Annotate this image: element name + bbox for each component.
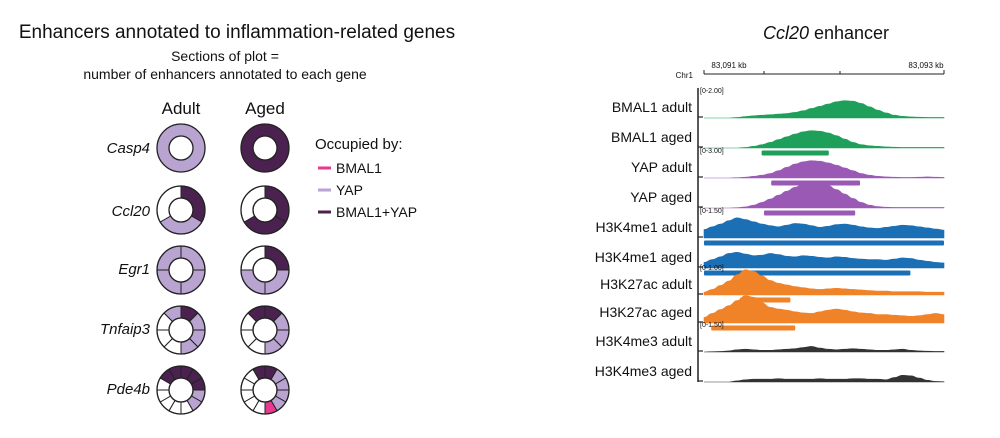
donut-tnfaip3-aged-outer-ring xyxy=(240,305,290,355)
gene-label-casp4: Casp4 xyxy=(107,140,150,157)
donut-casp4-adult-outer-ring xyxy=(156,123,206,173)
track-peak-h3k4me1-adult xyxy=(704,240,944,246)
track-signal-bmal1-adult xyxy=(704,100,945,119)
track-scale-h3k4me1-adult: [0-1.50] xyxy=(700,208,724,215)
track-label-bmal1-aged: BMAL1 aged xyxy=(611,129,692,145)
track-signal-yap-aged xyxy=(703,181,945,209)
track-signal-yap-adult xyxy=(704,160,945,179)
track-signal-h3k4me3-adult xyxy=(703,346,945,353)
legend-label-bmal1: BMAL1 xyxy=(336,160,382,176)
donut-charts xyxy=(156,123,290,415)
donut-casp4-adult-segment-0 xyxy=(157,124,205,172)
track-signal-h3k4me1-adult xyxy=(703,217,945,239)
track-label-yap-aged: YAP aged xyxy=(630,189,692,205)
right-panel-title: Ccl20 enhancer xyxy=(763,23,889,43)
right-panel-title-rest: enhancer xyxy=(809,23,889,43)
gene-label-egr1: Egr1 xyxy=(118,261,150,278)
track-label-bmal1-adult: BMAL1 adult xyxy=(612,99,692,115)
legend-label-bmal1-yap: BMAL1+YAP xyxy=(336,204,417,220)
legend-label-yap: YAP xyxy=(336,182,363,198)
right-panel-title-gene: Ccl20 xyxy=(763,23,809,43)
left-panel-subtitle-line2: number of enhancers annotated to each ge… xyxy=(83,66,367,82)
donut-ccl20-adult-inner-ring xyxy=(168,197,194,223)
donut-ccl20-adult-segment-2 xyxy=(156,185,182,223)
track-label-h3k4me3-adult: H3K4me3 adult xyxy=(595,333,692,349)
donut-egr1-aged-outer-ring xyxy=(240,245,290,295)
track-scale-h3k27ac-adult: [0-1.00] xyxy=(700,265,724,272)
left-panel-subtitle-line1: Sections of plot = xyxy=(171,48,279,64)
donut-pde4b-aged-inner-ring xyxy=(252,377,278,403)
track-signal-h3k4me1-aged xyxy=(703,252,945,269)
donut-casp4-aged-outer-ring xyxy=(240,123,290,173)
track-peak-h3k4me1-aged xyxy=(704,270,911,276)
track-label-h3k4me1-adult: H3K4me1 adult xyxy=(595,219,692,235)
track-peak-bmal1-aged xyxy=(761,150,829,156)
track-label-h3k27ac-aged: H3K27ac aged xyxy=(599,304,692,320)
track-label-h3k4me1-aged: H3K4me1 aged xyxy=(595,249,692,265)
donut-egr1-adult-outer-ring xyxy=(156,245,206,295)
track-signal-h3k27ac-aged xyxy=(703,295,945,324)
gene-label-pde4b: Pde4b xyxy=(107,381,150,398)
track-signal-bmal1-aged xyxy=(704,130,945,149)
track-label-yap-adult: YAP adult xyxy=(631,159,692,175)
column-header-adult: Adult xyxy=(162,99,201,118)
donut-ccl20-aged-inner-ring xyxy=(252,197,278,223)
donut-ccl20-aged-outer-ring xyxy=(240,185,290,235)
donut-tnfaip3-adult-outer-ring xyxy=(156,305,206,355)
track-peak-yap-aged xyxy=(764,210,856,216)
chromosome-label: Chr1 xyxy=(676,71,694,80)
donut-pde4b-adult-inner-ring xyxy=(168,377,194,403)
donut-tnfaip3-aged-inner-ring xyxy=(252,317,278,343)
donut-pde4b-adult-outer-ring xyxy=(156,365,206,415)
axis-label-right: 83,093 kb xyxy=(908,61,944,70)
donut-casp4-adult-inner-ring xyxy=(168,135,194,161)
track-signal-h3k27ac-adult xyxy=(703,269,945,296)
donut-egr1-aged-inner-ring xyxy=(252,257,278,283)
track-scale-bmal1-adult: [0-2.00] xyxy=(700,88,724,95)
track-label-h3k4me3-aged: H3K4me3 aged xyxy=(595,363,692,379)
gene-label-ccl20: Ccl20 xyxy=(112,203,151,220)
donut-tnfaip3-adult-inner-ring xyxy=(168,317,194,343)
left-panel-title: Enhancers annotated to inflammation-rela… xyxy=(19,22,455,43)
donut-egr1-adult-inner-ring xyxy=(168,257,194,283)
track-scale-h3k4me3-adult: [0-1.50] xyxy=(700,322,724,329)
track-scale-yap-adult: [0-3.00] xyxy=(700,148,724,155)
legend: Occupied by: BMAL1 YAP BMAL1+YAP xyxy=(315,136,417,220)
axis-label-left: 83,091 kb xyxy=(711,61,747,70)
track-label-h3k27ac-adult: H3K27ac adult xyxy=(600,276,692,292)
genome-axis: Chr1 83,091 kb 83,093 kb xyxy=(676,61,945,80)
donut-casp4-aged-segment-0 xyxy=(241,124,289,172)
donut-ccl20-aged-segment-2 xyxy=(240,185,266,223)
track-peak-h3k27ac-aged xyxy=(711,325,796,331)
donut-ccl20-adult-outer-ring xyxy=(156,185,206,235)
column-header-aged: Aged xyxy=(245,99,285,118)
legend-title: Occupied by: xyxy=(315,136,403,153)
track-signal-h3k4me3-aged xyxy=(704,374,945,383)
donut-pde4b-aged-outer-ring xyxy=(240,365,290,415)
gene-labels: Casp4 Ccl20 Egr1 Tnfaip3 Pde4b xyxy=(100,140,151,398)
gene-label-tnfaip3: Tnfaip3 xyxy=(100,321,151,338)
donut-casp4-aged-inner-ring xyxy=(252,135,278,161)
